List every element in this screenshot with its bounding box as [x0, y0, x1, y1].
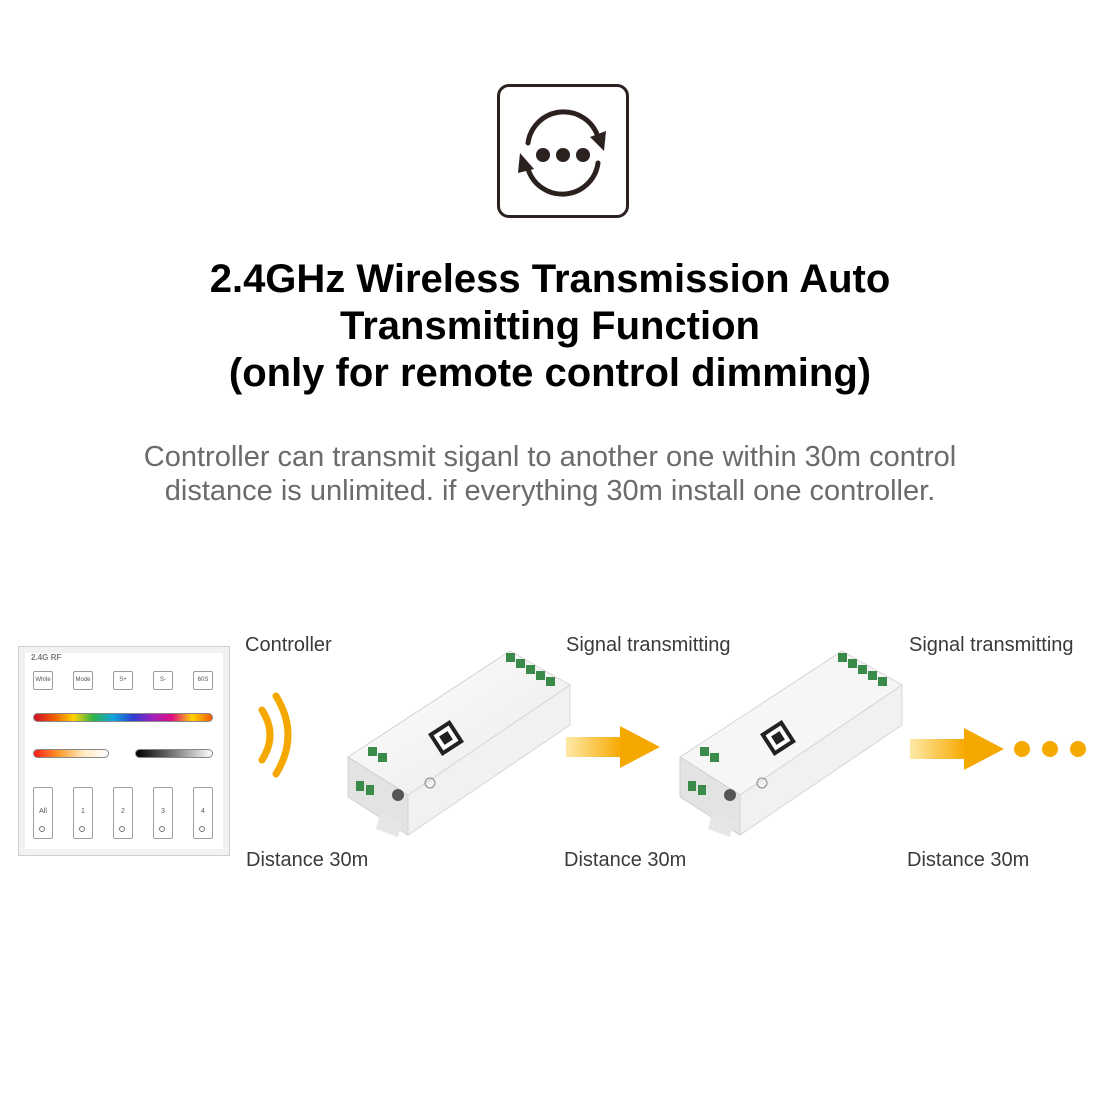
led-controller-unit-1 [347, 650, 571, 837]
label-distance-2: Distance 30m [564, 849, 687, 871]
label-signal-transmitting-1: Signal transmitting [566, 634, 731, 656]
remote-button-timer: 60S [193, 671, 213, 690]
remote-button-white: White [33, 671, 53, 690]
zone-key-4: 4 [193, 787, 213, 839]
indicator-icon [79, 826, 85, 832]
label-distance-1: Distance 30m [246, 849, 369, 871]
description-line-2: distance is unlimited. if everything 30m… [164, 475, 936, 507]
indicator-icon [199, 826, 205, 832]
zone-key-label: 3 [161, 808, 165, 815]
description-line-1: Controller can transmit siganl to anothe… [143, 441, 957, 473]
label-signal-transmitting-2: Signal transmitting [909, 634, 1074, 656]
remote-control-panel: 2.4G RF White Mode S+ S- 60S All 1 2 3 4 [18, 646, 230, 856]
title-line-2: Transmitting Function [340, 304, 760, 348]
remote-button-speed-up: S+ [113, 671, 133, 690]
brightness-slider [135, 749, 213, 758]
description: Controller can transmit siganl to anothe… [40, 440, 1060, 508]
refresh-dots-icon [518, 109, 606, 197]
title-line-3: (only for remote control dimming) [228, 351, 872, 395]
zone-key-2: 2 [113, 787, 133, 839]
led-controller-unit-2 [679, 650, 903, 837]
zone-key-label: 2 [121, 808, 125, 815]
zone-key-3: 3 [153, 787, 173, 839]
remote-button-speed-down: S- [153, 671, 173, 690]
indicator-icon [119, 826, 125, 832]
auto-transmit-icon [497, 84, 629, 218]
zone-key-label: All [39, 808, 47, 815]
page-title: 2.4GHz Wireless Transmission Auto Transm… [60, 256, 1040, 397]
zone-key-1: 1 [73, 787, 93, 839]
rgb-color-slider [33, 713, 213, 722]
title-line-1: 2.4GHz Wireless Transmission Auto [209, 257, 891, 301]
remote-button-mode: Mode [73, 671, 93, 690]
indicator-icon [39, 826, 45, 832]
label-distance-3: Distance 30m [907, 849, 1030, 871]
ellipsis-icon [1014, 741, 1086, 757]
warm-white-slider [33, 749, 109, 758]
zone-key-all: All [33, 787, 53, 839]
arrow-right-icon [910, 728, 1004, 770]
label-controller: Controller [245, 634, 332, 656]
wireless-signal-icon [258, 692, 292, 778]
indicator-icon [159, 826, 165, 832]
remote-brand-label: 2.4G RF [31, 653, 62, 662]
arrow-right-icon [566, 726, 660, 768]
zone-key-label: 1 [81, 808, 85, 815]
zone-key-label: 4 [201, 808, 205, 815]
